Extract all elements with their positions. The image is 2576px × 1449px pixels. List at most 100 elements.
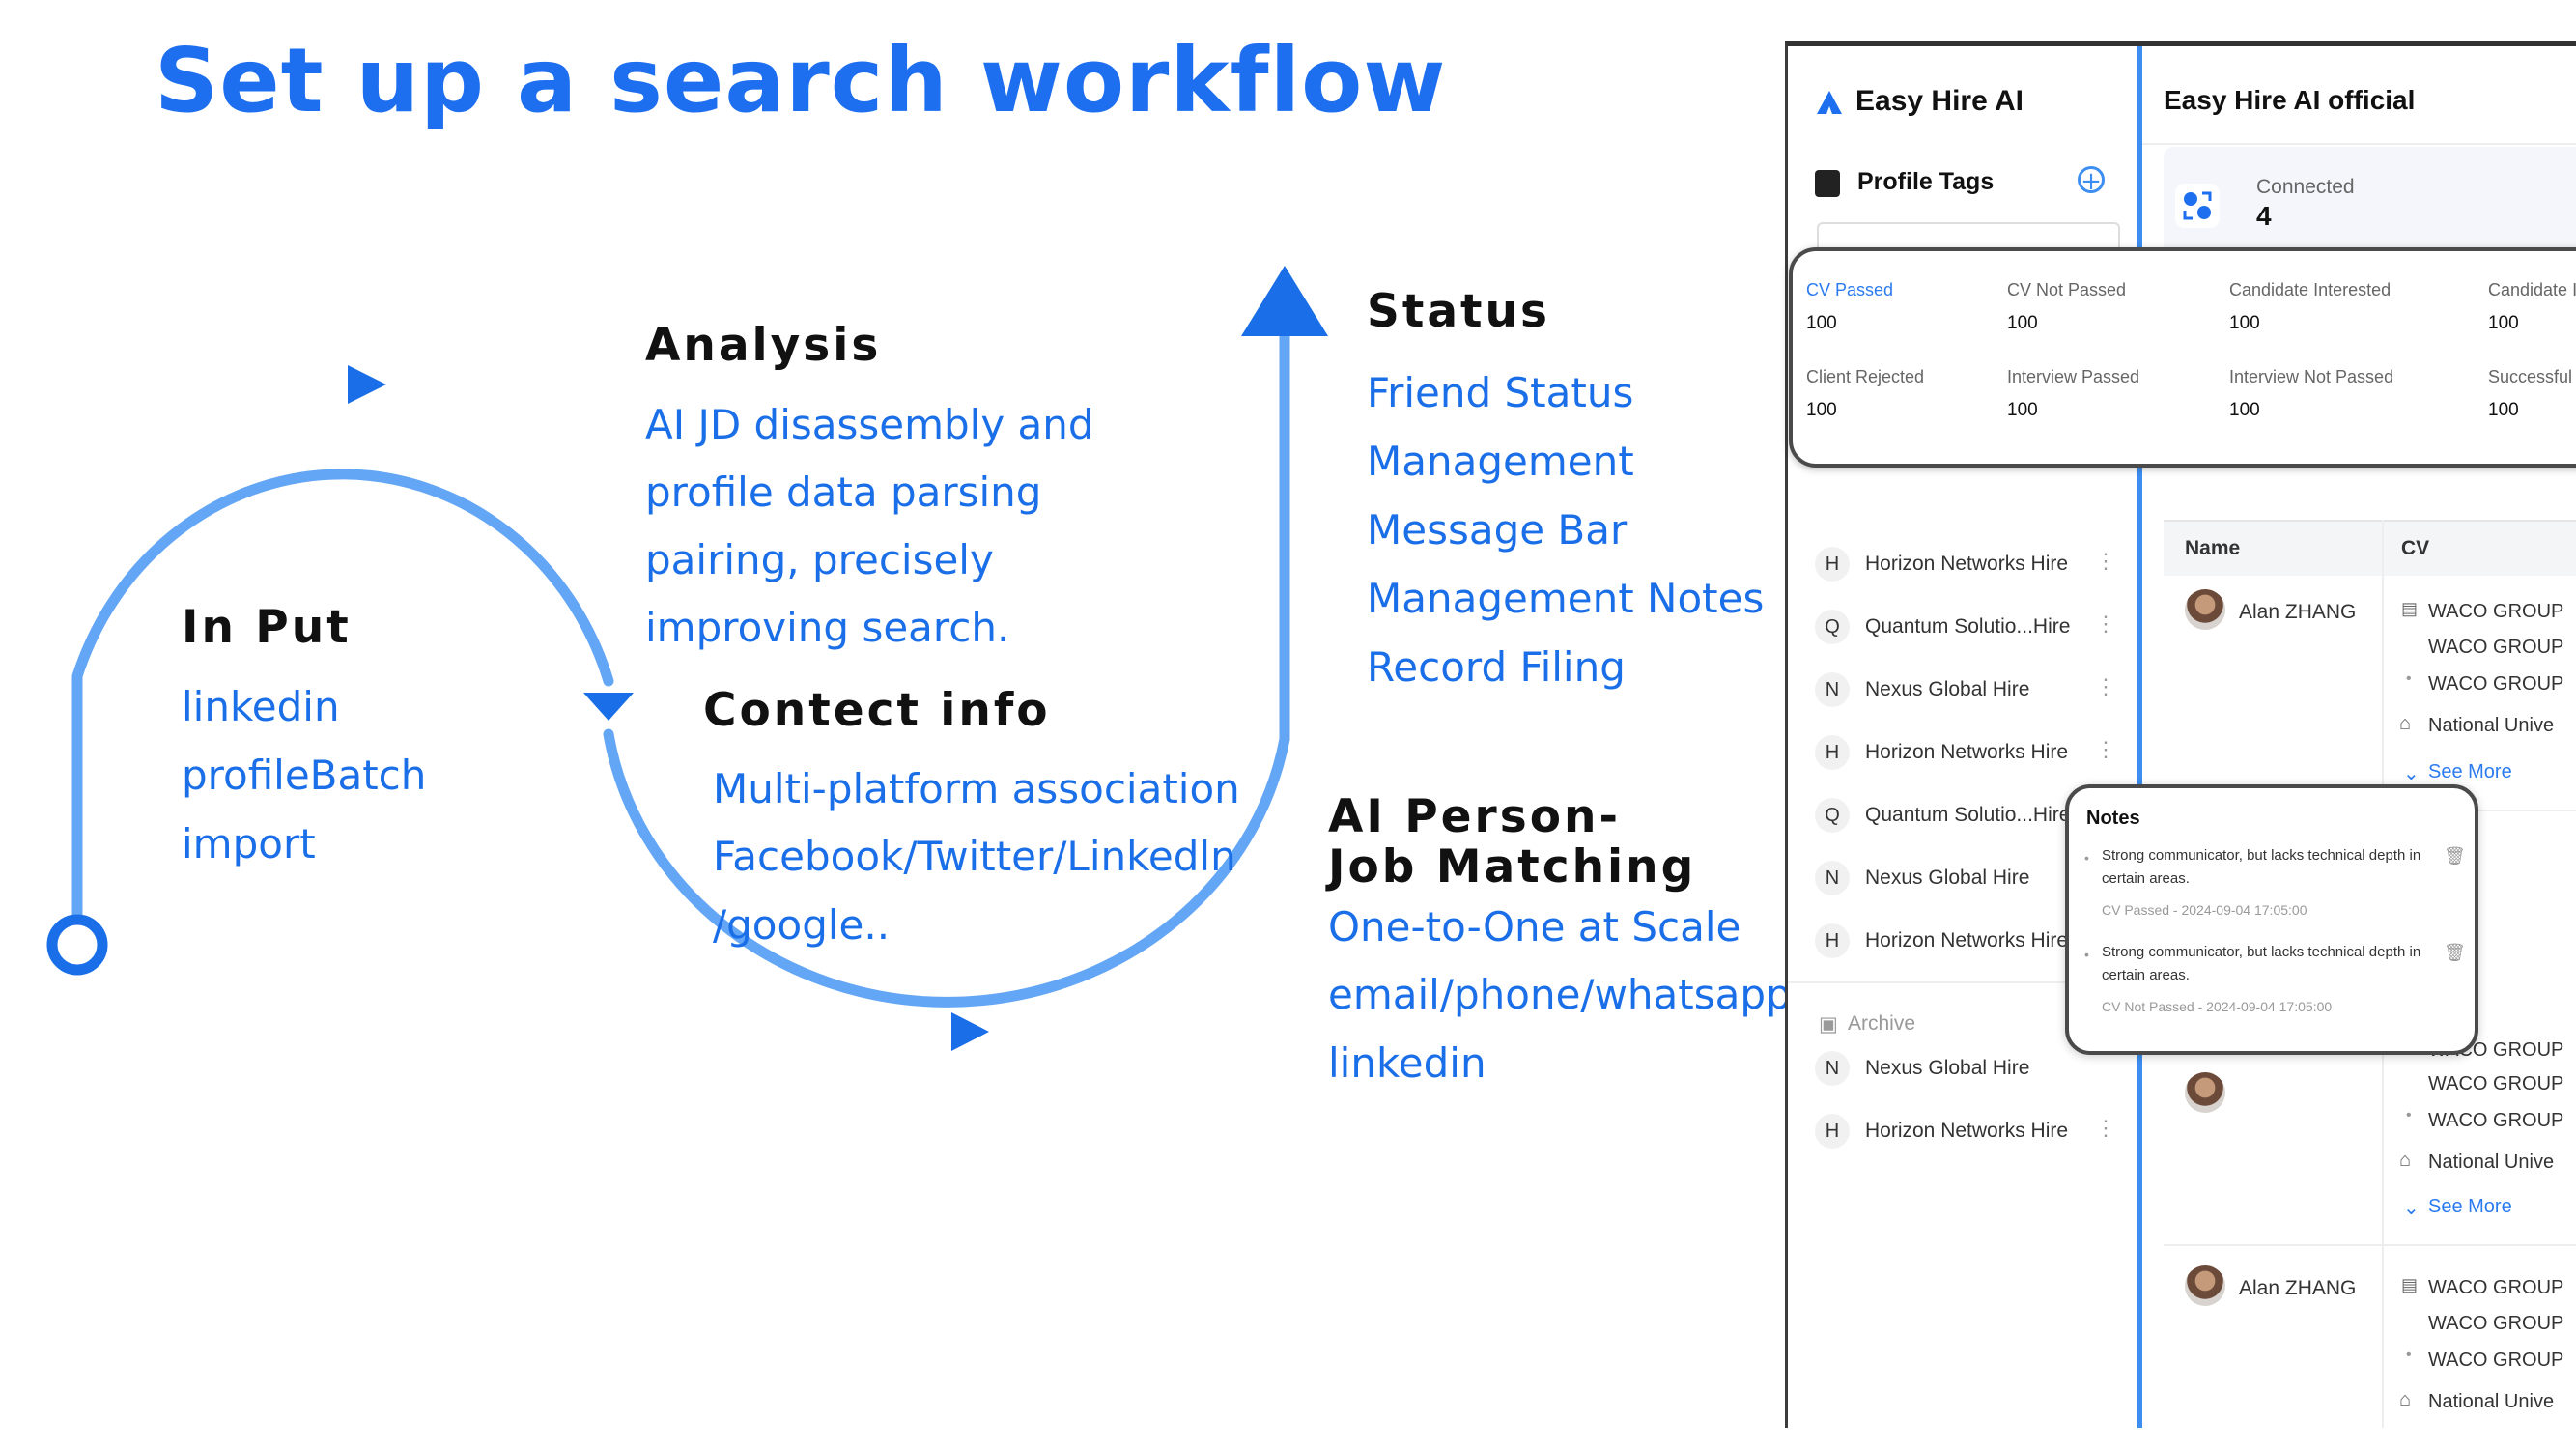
cv-line: National Unive [2428, 1151, 2555, 1173]
more-icon[interactable]: ⋮ [2095, 737, 2116, 761]
bullet-icon: • [2406, 1107, 2412, 1123]
archive-list-item[interactable]: N Nexus Global Hire [1815, 1051, 2124, 1090]
more-icon[interactable]: ⋮ [2095, 611, 2116, 636]
status-label[interactable]: Interview Not Passed [2229, 367, 2394, 386]
more-icon[interactable]: ⋮ [2095, 674, 2116, 698]
column-header-name: Name [2185, 537, 2241, 559]
list-item[interactable]: Q Quantum Solutio...Hire ⋮ [1815, 610, 2124, 648]
status-value: 100 [2229, 313, 2260, 333]
list-item[interactable]: H Horizon Networks Hire ⋮ [1815, 735, 2124, 774]
status-label[interactable]: CV Not Passed [2007, 280, 2127, 299]
connected-label: Connected [2256, 176, 2355, 198]
list-item[interactable]: H Horizon Networks Hire [1815, 923, 2124, 962]
input-line-1: linkedin [182, 683, 340, 730]
see-more-link[interactable]: See More [2428, 761, 2512, 782]
flow-arrow-contact-in [583, 693, 634, 721]
main-header-divider [2142, 143, 2576, 145]
flow-arrow-status [1241, 266, 1328, 336]
candidate-name[interactable]: Alan ZHANG [2239, 601, 2357, 623]
analysis-line-1: AI JD disassembly and [645, 401, 1094, 448]
list-item-label: Nexus Global Hire [1865, 678, 2030, 700]
list-item-avatar: H [1815, 923, 1850, 958]
bullet-icon: • [2406, 670, 2412, 687]
status-value: 100 [2007, 313, 2038, 333]
trash-icon[interactable]: 🗑 [2444, 846, 2466, 867]
avatar [2185, 589, 2225, 630]
workflow-diagram [46, 266, 1328, 1051]
cv-line: WACO GROUP [2428, 1277, 2564, 1298]
list-item-label: Horizon Networks Hire [1865, 929, 2069, 952]
status-label[interactable]: Candidate I [2488, 280, 2576, 299]
list-item-avatar: H [1815, 547, 1850, 582]
contact-line-3: /google.. [713, 901, 891, 949]
brand-name: Easy Hire AI [1855, 85, 2024, 117]
list-item-label: Horizon Networks Hire [1865, 553, 2069, 575]
input-line-2: profileBatch [182, 752, 427, 799]
more-icon[interactable]: ⋮ [2095, 1116, 2116, 1140]
matching-line-2: email/phone/whatsapp/ [1328, 971, 1805, 1018]
trash-icon[interactable]: 🗑 [2444, 943, 2466, 963]
cv-line: National Unive [2428, 1391, 2555, 1412]
page-title: Set up a search workflow [155, 29, 1447, 132]
archive-list-item[interactable]: H Horizon Networks Hire ⋮ [1815, 1114, 2124, 1152]
list-item-label: Quantum Solutio...Hire [1865, 804, 2071, 826]
company-icon: ▤ [2401, 599, 2419, 618]
status-label[interactable]: Client Rejected [1806, 367, 1925, 386]
status-value: 100 [1806, 313, 1837, 333]
status-label[interactable]: Candidate Interested [2229, 280, 2392, 299]
main-title: Easy Hire AI official [2164, 85, 2416, 115]
list-item-label: Nexus Global Hire [1865, 867, 2030, 889]
list-item-label: Horizon Networks Hire [1865, 1120, 2069, 1142]
status-label[interactable]: Interview Passed [2007, 367, 2140, 386]
list-item-avatar: N [1815, 672, 1850, 707]
cv-line: National Unive [2428, 715, 2555, 736]
bullet-icon: • [2084, 850, 2089, 866]
contact-heading: Contect info [703, 684, 1051, 737]
status-line-5: Record Filing [1367, 643, 1626, 691]
status-label[interactable]: Successful [2488, 367, 2573, 386]
analysis-heading: Analysis [645, 319, 882, 372]
archive-label: Archive [1848, 1012, 1916, 1035]
archive-icon: ▣ [1819, 1013, 1838, 1036]
sidebar-divider [1788, 981, 2137, 983]
flow-path-contact [603, 728, 1290, 1008]
list-item-label: Quantum Solutio...Hire [1865, 615, 2071, 638]
connected-value: 4 [2256, 201, 2272, 231]
more-icon[interactable]: ⋮ [2095, 549, 2116, 573]
cv-line: WACO GROUP [2428, 1073, 2564, 1094]
company-icon: ▤ [2401, 1275, 2419, 1294]
status-label[interactable]: CV Passed [1806, 280, 1894, 299]
list-item-avatar: Q [1815, 610, 1850, 644]
candidate-name[interactable]: Alan ZHANG [2239, 1277, 2357, 1299]
notes-popup: Notes • Strong communicator, but lacks t… [2065, 784, 2478, 1055]
cv-line: WACO GROUP [2428, 1350, 2564, 1371]
note-meta: CV Passed - 2024-09-04 17:05:00 [2102, 902, 2307, 918]
status-value: 100 [1806, 400, 1837, 420]
profile-tags-heading: Profile Tags [1857, 168, 1995, 195]
contact-line-1: Multi-platform association [713, 765, 1240, 812]
status-line-4: Management Notes [1367, 575, 1765, 622]
note-text: Strong communicator, but lacks technical… [2102, 847, 2421, 887]
see-more-link[interactable]: See More [2428, 1196, 2512, 1217]
status-value: 100 [2488, 313, 2519, 333]
list-item-avatar: N [1815, 1051, 1850, 1086]
add-tag-button[interactable]: + [2078, 166, 2105, 194]
flow-path-input [71, 469, 614, 933]
list-item-avatar: N [1815, 861, 1850, 895]
status-line-3: Message Bar [1367, 506, 1628, 554]
analysis-line-4: improving search. [645, 604, 1010, 651]
avatar [2185, 1072, 2225, 1113]
list-item-label: Horizon Networks Hire [1865, 741, 2069, 763]
status-value: 100 [2007, 400, 2038, 420]
list-item-avatar: H [1815, 1114, 1850, 1149]
list-item[interactable]: H Horizon Networks Hire ⋮ [1815, 547, 2124, 585]
analysis-line-3: pairing, precisely [645, 536, 994, 583]
notes-title: Notes [2086, 808, 2140, 829]
status-heading: Status [1367, 285, 1550, 338]
list-item[interactable]: N Nexus Global Hire ⋮ [1815, 672, 2124, 711]
matching-heading-1: AI Person- [1328, 790, 1621, 843]
connected-icon [2175, 184, 2220, 228]
status-summary-card: CV Passed 100 CV Not Passed 100 Candidat… [1789, 247, 2576, 468]
education-icon: ⌂ [2399, 713, 2412, 734]
table-header [2164, 520, 2576, 576]
